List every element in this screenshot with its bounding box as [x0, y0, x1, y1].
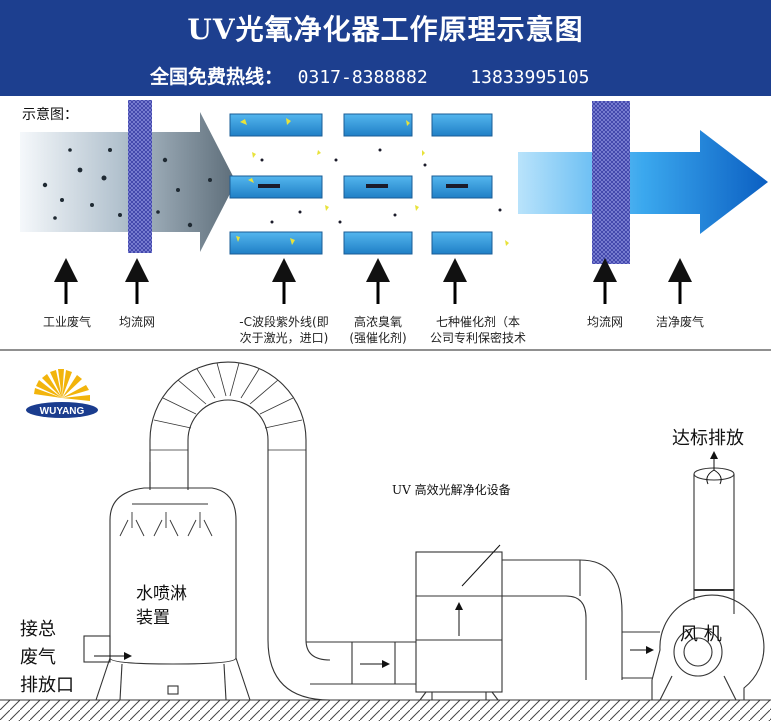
phone-number-2[interactable]: 13833995105	[470, 67, 590, 88]
inlet-mesh	[128, 100, 152, 253]
page-title: UV光氧净化器工作原理示意图	[187, 13, 584, 46]
label-gas-inlet: 接总 废气 排放口	[20, 619, 74, 696]
clean-gas-arrow	[518, 130, 768, 234]
label-uv-device: UV 高效光解净化设备	[392, 483, 511, 497]
label-uvc-light: -C波段紫外线(即 次于激光，进口)	[239, 315, 329, 345]
label-arrows	[54, 258, 692, 304]
label-discharge: 达标排放	[672, 428, 744, 449]
wuyang-logo: WUYANG	[26, 369, 98, 418]
label-ozone: 高浓臭氧 (强催化剂)	[349, 315, 407, 345]
label-inlet-mesh: 均流网	[118, 315, 155, 329]
label-outlet-mesh: 均流网	[586, 315, 623, 329]
logo-text: WUYANG	[40, 406, 85, 417]
schematic-caption: 示意图：	[22, 107, 78, 123]
label-catalyst: 七种催化剂（本 公司专利保密技术	[429, 315, 526, 345]
process-drawing	[0, 361, 771, 721]
label-clean-gas: 洁净废气	[655, 315, 704, 329]
hotline-label: 全国免费热线：	[150, 66, 284, 88]
outlet-mesh	[592, 101, 630, 264]
label-industrial-gas: 工业废气	[42, 315, 91, 329]
hotline: 全国免费热线： 0317-8388882 13833995105	[150, 62, 590, 89]
phone-number-1[interactable]: 0317-8388882	[297, 67, 428, 88]
label-fan: 风 机	[680, 624, 722, 645]
uv-lamp-array	[229, 113, 509, 255]
header-banner: UV光氧净化器工作原理示意图 全国免费热线： 0317-8388882 1383…	[0, 0, 771, 96]
label-spray-tower: 水喷淋 装置	[136, 584, 187, 628]
flow-arrows	[94, 451, 722, 668]
